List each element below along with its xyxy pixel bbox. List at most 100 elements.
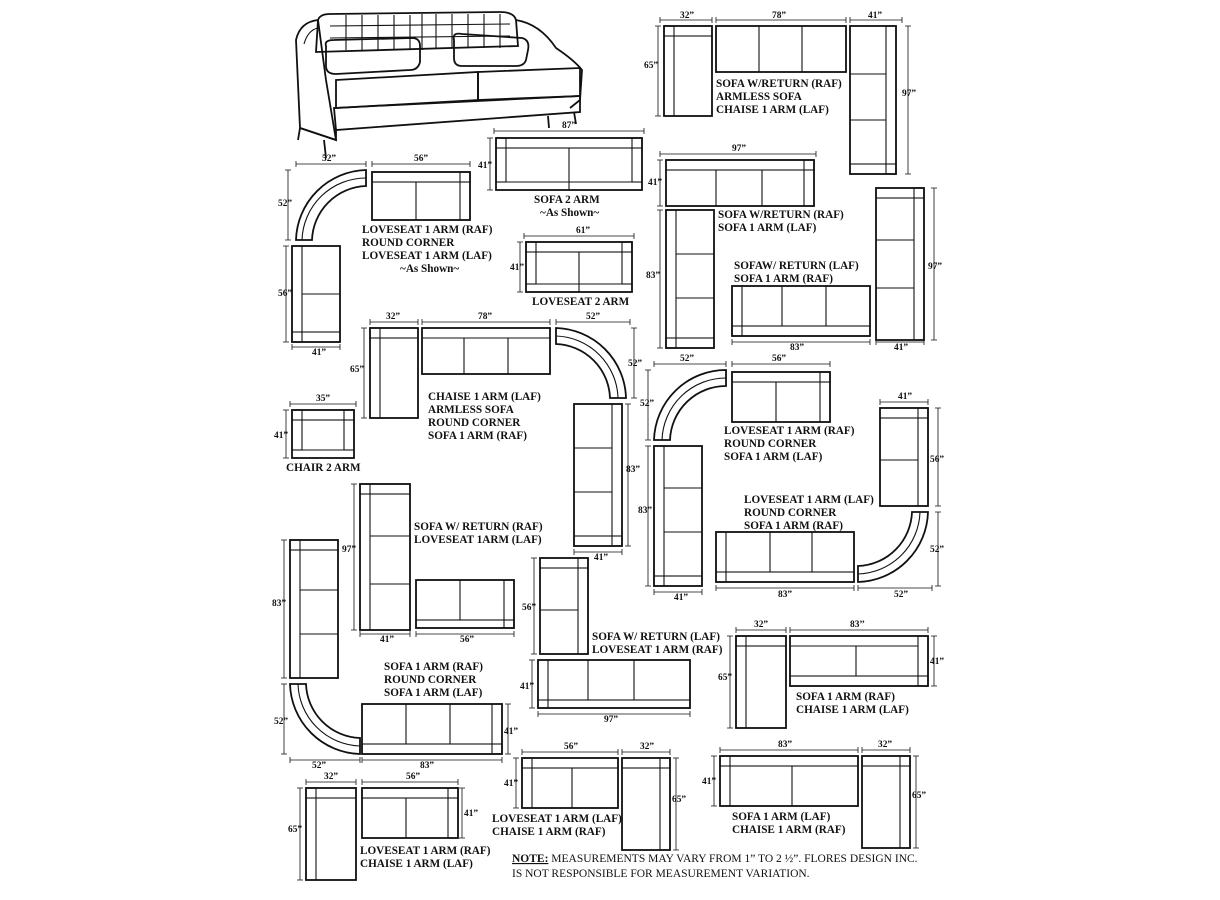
dim-label: 32” <box>680 11 694 21</box>
caption-line: ~As Shown~ <box>400 263 459 275</box>
dim-label: 83” <box>790 343 804 353</box>
caption-line: LOVESEAT 2 ARM <box>532 296 630 308</box>
dim-label: 35” <box>316 394 330 404</box>
config-loveseat-raf-chaise-laf: 32” 56” 65” 41” LOVESEAT 1 ARM (RAF) CHA… <box>288 772 491 881</box>
caption-line: ROUND CORNER <box>744 507 837 519</box>
dim-label: 52” <box>322 154 336 164</box>
caption-line: ~As Shown~ <box>540 207 599 219</box>
dim-label: 52” <box>640 399 654 409</box>
config-loveseat-laf-chaise-raf: 56” 32” 41” 65” LOVESEAT 1 ARM (LAF) CHA… <box>492 742 686 851</box>
dim-label: 65” <box>644 61 658 71</box>
measurement-note: NOTE: MEASUREMENTS MAY VARY FROM 1” TO 2… <box>512 853 918 880</box>
caption-line: LOVESEAT 1 ARM (LAF) <box>362 250 492 262</box>
caption-line: CHAISE 1 ARM (RAF) <box>732 824 846 836</box>
dim-label: 65” <box>288 825 302 835</box>
dim-label: 41” <box>930 657 944 667</box>
caption-line: LOVESEAT 1 ARM (LAF) <box>744 494 874 506</box>
caption-line: ARMLESS SOFA <box>428 404 514 416</box>
caption-line: ROUND CORNER <box>724 438 817 450</box>
config-sofa-2-arm: 87” 41” SOFA 2 ARM ~As Shown~ <box>478 121 645 219</box>
dim-label: 41” <box>274 431 288 441</box>
dim-label: 65” <box>718 673 732 683</box>
dim-label: 61” <box>576 226 590 236</box>
dim-label: 56” <box>406 772 420 782</box>
caption-line: LOVESEAT 1 ARM (LAF) <box>492 813 622 825</box>
caption-line: LOVESEAT 1 ARM (RAF) <box>362 224 493 236</box>
dim-label: 56” <box>414 154 428 164</box>
dim-label: 52” <box>586 312 600 322</box>
dim-label: 41” <box>898 392 912 402</box>
config-sofa-return-raf-loveseat-laf: 97” 41” 56” SOFA W/ RETURN (RAF) LOVESEA… <box>342 483 543 645</box>
config-sofa-return-laf-sofa-raf: 97” 83” 41” SOFAW/ RETURN (LAF) SOFA 1 A… <box>731 187 942 353</box>
dim-label: 41” <box>504 727 518 737</box>
dim-label: 32” <box>386 312 400 322</box>
caption-line: LOVESEAT 1 ARM (RAF) <box>592 644 723 656</box>
config-sofa-laf-chaise-raf: 83” 32” 41” 65” SOFA 1 ARM (LAF) CHAISE … <box>702 740 926 849</box>
dim-label: 83” <box>778 740 792 750</box>
dim-label: 41” <box>594 553 608 563</box>
dim-label: 87” <box>562 121 576 131</box>
dim-label: 52” <box>312 761 326 771</box>
dim-label: 97” <box>902 89 916 99</box>
caption-line: ARMLESS SOFA <box>716 91 802 103</box>
dim-label: 41” <box>520 682 534 692</box>
caption-line: SOFA 1 ARM (LAF) <box>384 687 483 699</box>
caption-line: LOVESEAT 1 ARM (RAF) <box>724 425 855 437</box>
caption-line: SOFA W/RETURN (RAF) <box>716 78 842 90</box>
dim-label: 52” <box>894 590 908 600</box>
config-loveseat-laf-corner-sofa-raf: 41” 56” 52” 83” 52” LOVESEAT 1 ARM (LAF)… <box>715 392 944 600</box>
dim-label: 41” <box>648 178 662 188</box>
dim-label: 56” <box>278 289 292 299</box>
tufted-sofa-drawing <box>295 11 583 159</box>
dim-label: 83” <box>638 506 652 516</box>
dim-label: 65” <box>912 791 926 801</box>
dim-label: 41” <box>894 343 908 353</box>
dim-label: 41” <box>380 635 394 645</box>
dim-label: 78” <box>478 312 492 322</box>
dim-label: 41” <box>464 809 478 819</box>
caption-line: SOFA 1 ARM (RAF) <box>734 273 833 285</box>
dim-label: 56” <box>772 354 786 364</box>
dim-label: 56” <box>564 742 578 752</box>
note-label: NOTE: <box>512 853 548 865</box>
dim-label: 83” <box>272 599 286 609</box>
caption-line: SOFA 1 ARM (LAF) <box>718 222 817 234</box>
dim-label: 83” <box>646 271 660 281</box>
dim-label: 56” <box>930 455 944 465</box>
config-chair-2-arm: 35” 41” CHAIR 2 ARM <box>274 394 361 474</box>
dim-label: 52” <box>930 545 944 555</box>
caption-line: SOFA 1 ARM (RAF) <box>744 520 843 532</box>
dim-label: 65” <box>350 365 364 375</box>
caption-line: CHAISE 1 ARM (LAF) <box>796 704 909 716</box>
dim-label: 41” <box>478 161 492 171</box>
dim-label: 83” <box>420 761 434 771</box>
config-loveseat-raf-corner-sofa-laf: 52” 56” 52” 83” 41” LOVESEAT 1 ARM (RAF)… <box>638 354 855 603</box>
dim-label: 97” <box>928 262 942 272</box>
config-chaise-armless-corner-sofa: 32” 78” 52” 52” 65” 83” 41” CHAISE 1 ARM… <box>350 312 642 563</box>
dim-label: 65” <box>672 795 686 805</box>
config-sofa-raf-corner-sofa-laf: 83” 52” 52” 83” 41” SOFA 1 ARM (RAF) ROU… <box>272 539 518 771</box>
caption-line: LOVESEAT 1ARM (LAF) <box>414 534 542 546</box>
caption-line: SOFA 1 ARM (RAF) <box>384 661 483 673</box>
caption-line: ROUND CORNER <box>362 237 455 249</box>
caption-line: SOFA W/ RETURN (LAF) <box>592 631 720 643</box>
caption-line: SOFA 1 ARM (LAF) <box>724 451 823 463</box>
caption-line: SOFA W/ RETURN (RAF) <box>414 521 543 533</box>
note-text: MEASUREMENTS MAY VARY FROM 1” TO 2 ½”. F… <box>548 853 917 865</box>
caption-line: SOFA 1 ARM (LAF) <box>732 811 831 823</box>
caption-line: SOFA 2 ARM <box>534 194 600 206</box>
dim-label: 56” <box>460 635 474 645</box>
dim-label: 32” <box>878 740 892 750</box>
dim-label: 83” <box>778 590 792 600</box>
dim-label: 83” <box>626 465 640 475</box>
caption-line: ROUND CORNER <box>428 417 521 429</box>
dim-label: 32” <box>324 772 338 782</box>
config-loveseat-2-arm: 61” 41” LOVESEAT 2 ARM <box>510 226 635 308</box>
dim-label: 41” <box>674 593 688 603</box>
caption-line: SOFA W/RETURN (RAF) <box>718 209 844 221</box>
dim-label: 56” <box>522 603 536 613</box>
caption-line: LOVESEAT 1 ARM (RAF) <box>360 845 491 857</box>
caption-line: CHAIR 2 ARM <box>286 462 361 474</box>
dim-label: 52” <box>628 359 642 369</box>
dim-label: 41” <box>312 348 326 358</box>
